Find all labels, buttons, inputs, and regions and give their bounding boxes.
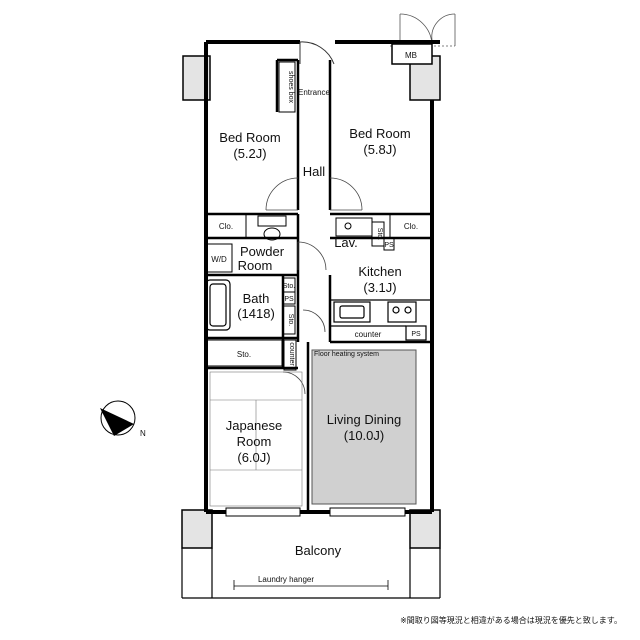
lavatory-fixture [335,217,395,251]
hall-sto-label: Sto. [287,314,294,327]
bedroom-left-name: Bed Room [219,130,280,145]
disclaimer-note: ※間取り図等現況と相違がある場合は現況を優先と致します。 [400,616,622,625]
closet-left [205,213,247,239]
powder-room-line2: Room [238,258,273,273]
washer-label: W/D [211,255,227,264]
bath-ps-label: PS [284,296,294,303]
kitchen-size: (3.1J) [363,280,396,295]
counter-kitchen-label: counter [355,330,382,339]
japanese-room-tatami [209,371,303,507]
north-arrow-icon [100,400,136,436]
japanese-room-line1: Japanese [226,418,282,433]
exterior-walls [204,40,440,514]
closet-right-label: Clo. [404,222,418,231]
mb-box [391,43,433,65]
counter-side-label: counter [288,342,295,366]
bath-sto-label: Sto. [283,283,296,290]
lav-sto-label: Sto. [376,228,383,241]
entrance-door [299,41,335,65]
washer-box [205,243,233,273]
living-dining-size: (10.0J) [344,428,384,443]
bedroom-right-size: (5.8J) [363,142,396,157]
living-dining-name: Living Dining [327,412,401,427]
floor-heating-area [311,349,417,505]
bathtub [205,279,231,331]
powder-room-line1: Powder [240,244,285,259]
toilet-fixture [257,215,287,241]
laundry-hanger-label: Laundry hanger [258,575,314,584]
counter-side [283,339,297,371]
bath-storage [282,277,296,335]
hall-label: Hall [303,164,326,179]
lav-ps-label: PS [384,242,394,249]
bedroom-right-name: Bed Room [349,126,410,141]
balcony-label: Balcony [295,543,342,558]
japanese-room-size: (6.0J) [237,450,270,465]
closet-left-label: Clo. [219,222,233,231]
kitchen-name: Kitchen [358,264,401,279]
laundry-hanger [233,580,389,590]
balcony-windows [225,507,406,517]
japanese-room-line2: Room [237,434,272,449]
north-label: N [140,429,146,438]
shoes-box [278,61,296,113]
entrance-label: Entrance [298,88,331,97]
floor-heating-label: Floor heating system [314,351,379,358]
storage-wide-label: Sto. [237,350,251,359]
mb-label: MB [405,51,417,60]
kitchen-counter [330,299,432,341]
bath-name: Bath [243,291,270,306]
shoes-box-label: shoes box [287,71,294,103]
kitchen-ps-label: PS [411,331,421,338]
bedroom-left-size: (5.2J) [233,146,266,161]
bath-size: (1418) [237,306,275,321]
balcony-outline [181,548,441,599]
storage-wide [205,339,283,367]
lav-label: Lav. [334,235,358,250]
closet-right [389,213,433,239]
